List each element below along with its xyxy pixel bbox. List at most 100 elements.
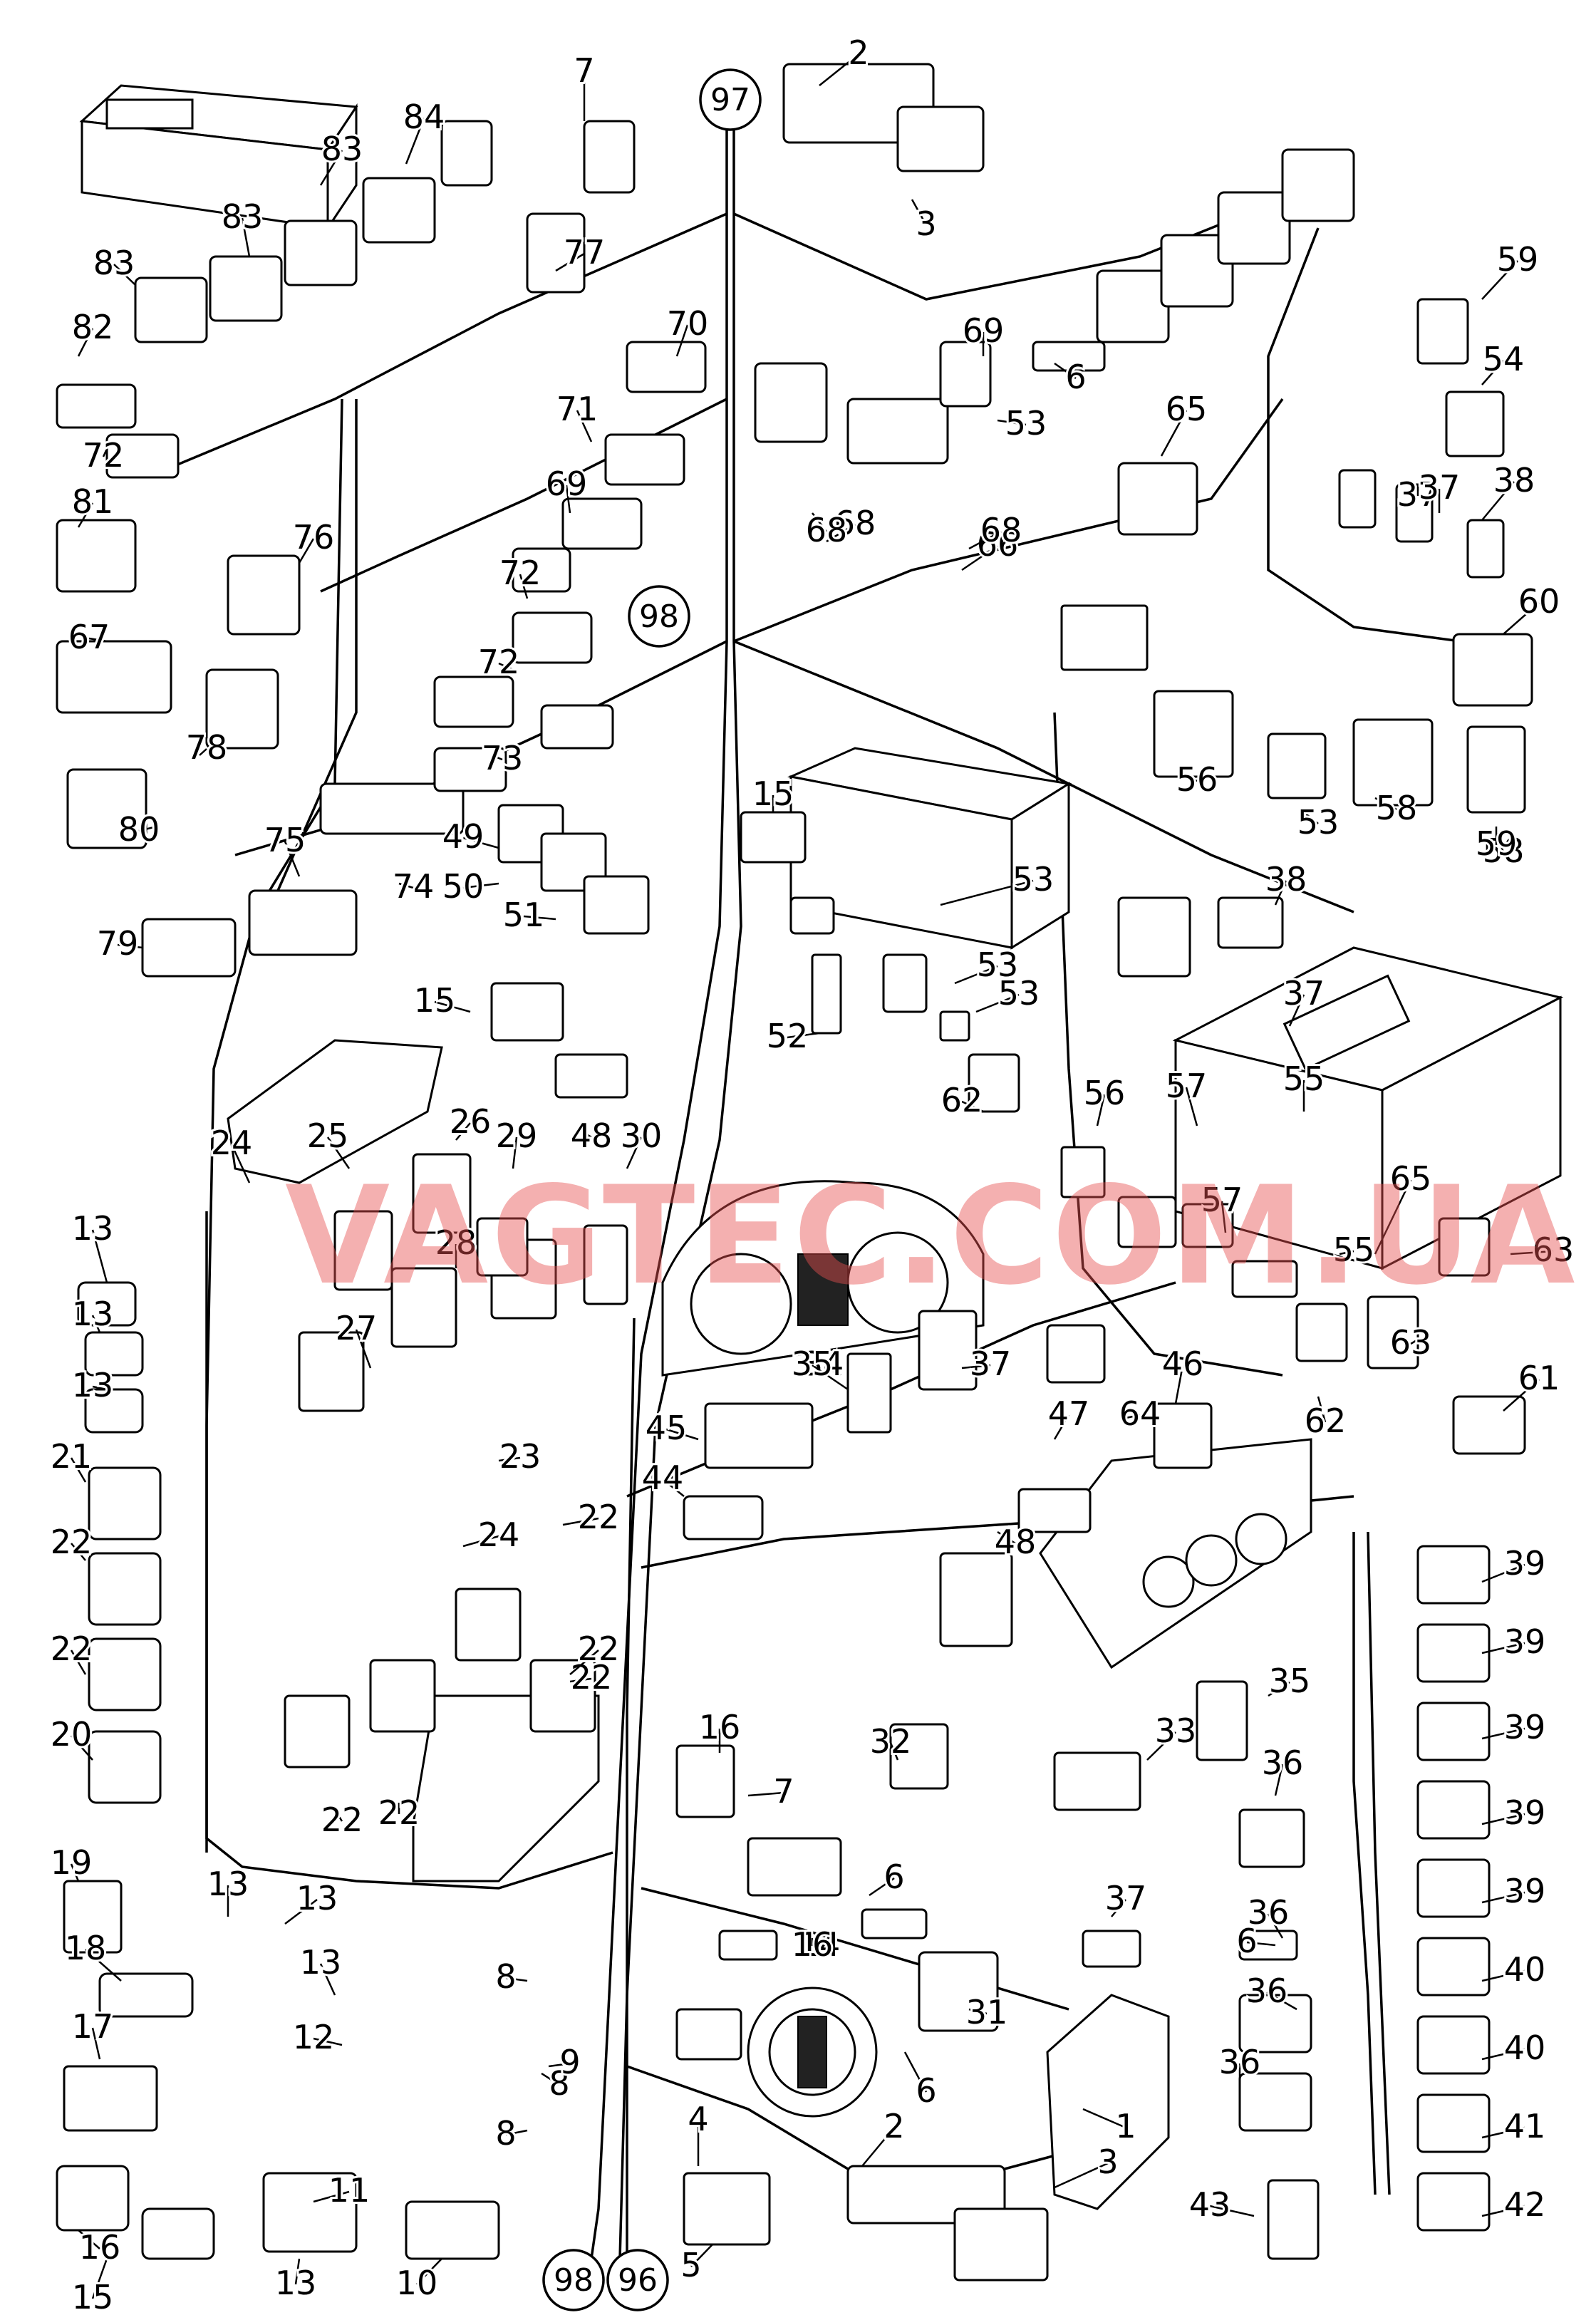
callout-36: 36 bbox=[1246, 1972, 1288, 2010]
callout-leader bbox=[662, 1478, 685, 1497]
callout-39: 39 bbox=[1504, 1872, 1546, 1910]
callout-leader bbox=[1096, 1094, 1106, 1127]
callout-37: 37 bbox=[1397, 475, 1439, 514]
callout-15: 15 bbox=[414, 981, 456, 1020]
callout-13: 13 bbox=[72, 1366, 114, 1404]
callout-leader bbox=[70, 1863, 80, 1882]
callout-40: 40 bbox=[1504, 1950, 1546, 1989]
callout-leader bbox=[1481, 1642, 1525, 1654]
callout-leader bbox=[294, 2258, 301, 2285]
callout-leader bbox=[434, 1000, 471, 1013]
callout-36: 36 bbox=[1262, 1744, 1304, 1782]
callout-38: 38 bbox=[1265, 860, 1307, 898]
callout-1: 1 bbox=[1115, 2107, 1136, 2145]
callout-leader bbox=[826, 523, 856, 543]
callout-leader bbox=[313, 2037, 343, 2046]
callout-leader bbox=[1146, 1731, 1176, 1761]
callout-41: 41 bbox=[1504, 2107, 1546, 2145]
callout-leader bbox=[889, 1742, 899, 1761]
callout-53: 53 bbox=[1012, 860, 1054, 898]
callout-leader bbox=[819, 53, 859, 86]
callout-54: 54 bbox=[1483, 340, 1525, 378]
callout-leader bbox=[1481, 1813, 1525, 1825]
callout-68: 68 bbox=[806, 511, 848, 549]
callout-6: 6 bbox=[916, 2071, 936, 2110]
callout-26: 26 bbox=[450, 1102, 492, 1141]
callout-78: 78 bbox=[186, 728, 228, 767]
callout-23: 23 bbox=[499, 1437, 542, 1476]
callout-leader bbox=[1481, 2126, 1525, 2139]
callout-leader bbox=[1111, 1899, 1126, 1917]
callout-18: 18 bbox=[65, 1929, 107, 1967]
reference-circles: 97 98 98 96 bbox=[542, 68, 762, 2311]
callout-leader bbox=[675, 324, 689, 357]
callout-leader bbox=[1510, 1250, 1554, 1255]
callout-46: 46 bbox=[1162, 1345, 1204, 1383]
callout-leader bbox=[1481, 481, 1515, 521]
callout-leader bbox=[284, 841, 301, 877]
callout-34: 34 bbox=[802, 1345, 844, 1383]
callout-leader bbox=[1185, 1087, 1198, 1127]
callout-75: 75 bbox=[264, 821, 306, 859]
callout-22: 22 bbox=[51, 1630, 93, 1668]
callout-leader bbox=[812, 512, 827, 532]
callout-22: 22 bbox=[578, 1630, 620, 1668]
callout-leader bbox=[690, 2244, 713, 2267]
callout-24: 24 bbox=[211, 1124, 253, 1162]
callout-59: 59 bbox=[1497, 240, 1539, 279]
callout-55: 55 bbox=[1283, 1060, 1325, 1098]
callout-leader bbox=[1410, 1338, 1419, 1345]
callout-36: 36 bbox=[1248, 1893, 1290, 1932]
callout-57: 57 bbox=[1201, 1181, 1243, 1219]
callout-leader bbox=[968, 530, 1002, 550]
callout-19: 19 bbox=[51, 1843, 93, 1882]
callout-leader bbox=[1274, 880, 1287, 906]
callout-leader bbox=[954, 965, 998, 985]
callout-47: 47 bbox=[1048, 1394, 1090, 1433]
callout-22: 22 bbox=[578, 1498, 620, 1536]
callout-leader bbox=[70, 1649, 87, 1675]
callout-31: 31 bbox=[966, 1993, 1008, 2031]
callout-6: 6 bbox=[1236, 1922, 1257, 1960]
callout-leader bbox=[77, 328, 94, 357]
callout-leader bbox=[92, 1385, 108, 1391]
callout-38: 38 bbox=[1493, 461, 1535, 499]
callout-12: 12 bbox=[293, 2018, 335, 2056]
callout-72: 72 bbox=[499, 554, 542, 592]
callout-leader bbox=[565, 485, 571, 514]
callout-35: 35 bbox=[1269, 1662, 1311, 1700]
callout-22: 22 bbox=[51, 1523, 93, 1561]
callout-leader bbox=[1221, 1201, 1227, 1233]
callout-leader bbox=[405, 118, 425, 165]
callout-leader bbox=[398, 882, 414, 889]
callout-53: 53 bbox=[1005, 404, 1047, 442]
callout-labels: 1223345666677888910111213131313131313141… bbox=[48, 31, 1577, 2315]
callout-leader bbox=[1481, 1563, 1525, 1583]
callout-leader bbox=[102, 448, 108, 457]
callout-33: 33 bbox=[1155, 1711, 1197, 1750]
callout-leader bbox=[1481, 2048, 1525, 2061]
callout-25: 25 bbox=[307, 1117, 349, 1155]
callout-72: 72 bbox=[83, 436, 125, 475]
callout-52: 52 bbox=[767, 1017, 809, 1055]
callout-leader bbox=[1503, 1379, 1540, 1412]
callout-37: 37 bbox=[970, 1345, 1012, 1383]
callout-39: 39 bbox=[1504, 1708, 1546, 1746]
callout-leader bbox=[505, 1977, 528, 1982]
callout-39: 39 bbox=[1504, 1622, 1546, 1661]
callout-16: 16 bbox=[792, 1925, 834, 1964]
callout-leader bbox=[71, 1543, 86, 1561]
callout-20: 20 bbox=[51, 1715, 93, 1754]
callout-83: 83 bbox=[321, 130, 363, 168]
callout-leader bbox=[861, 2127, 895, 2167]
callout-leader bbox=[787, 1032, 820, 1039]
light-switch bbox=[747, 1987, 878, 2118]
callout-15: 15 bbox=[72, 2278, 114, 2315]
callout-leader bbox=[1481, 2205, 1525, 2217]
callout-leader bbox=[1481, 360, 1504, 385]
callout-4: 4 bbox=[688, 2100, 708, 2138]
callout-leader bbox=[523, 915, 556, 921]
callout-68: 68 bbox=[834, 504, 876, 542]
callout-70: 70 bbox=[667, 304, 709, 343]
callout-leader bbox=[519, 574, 529, 599]
